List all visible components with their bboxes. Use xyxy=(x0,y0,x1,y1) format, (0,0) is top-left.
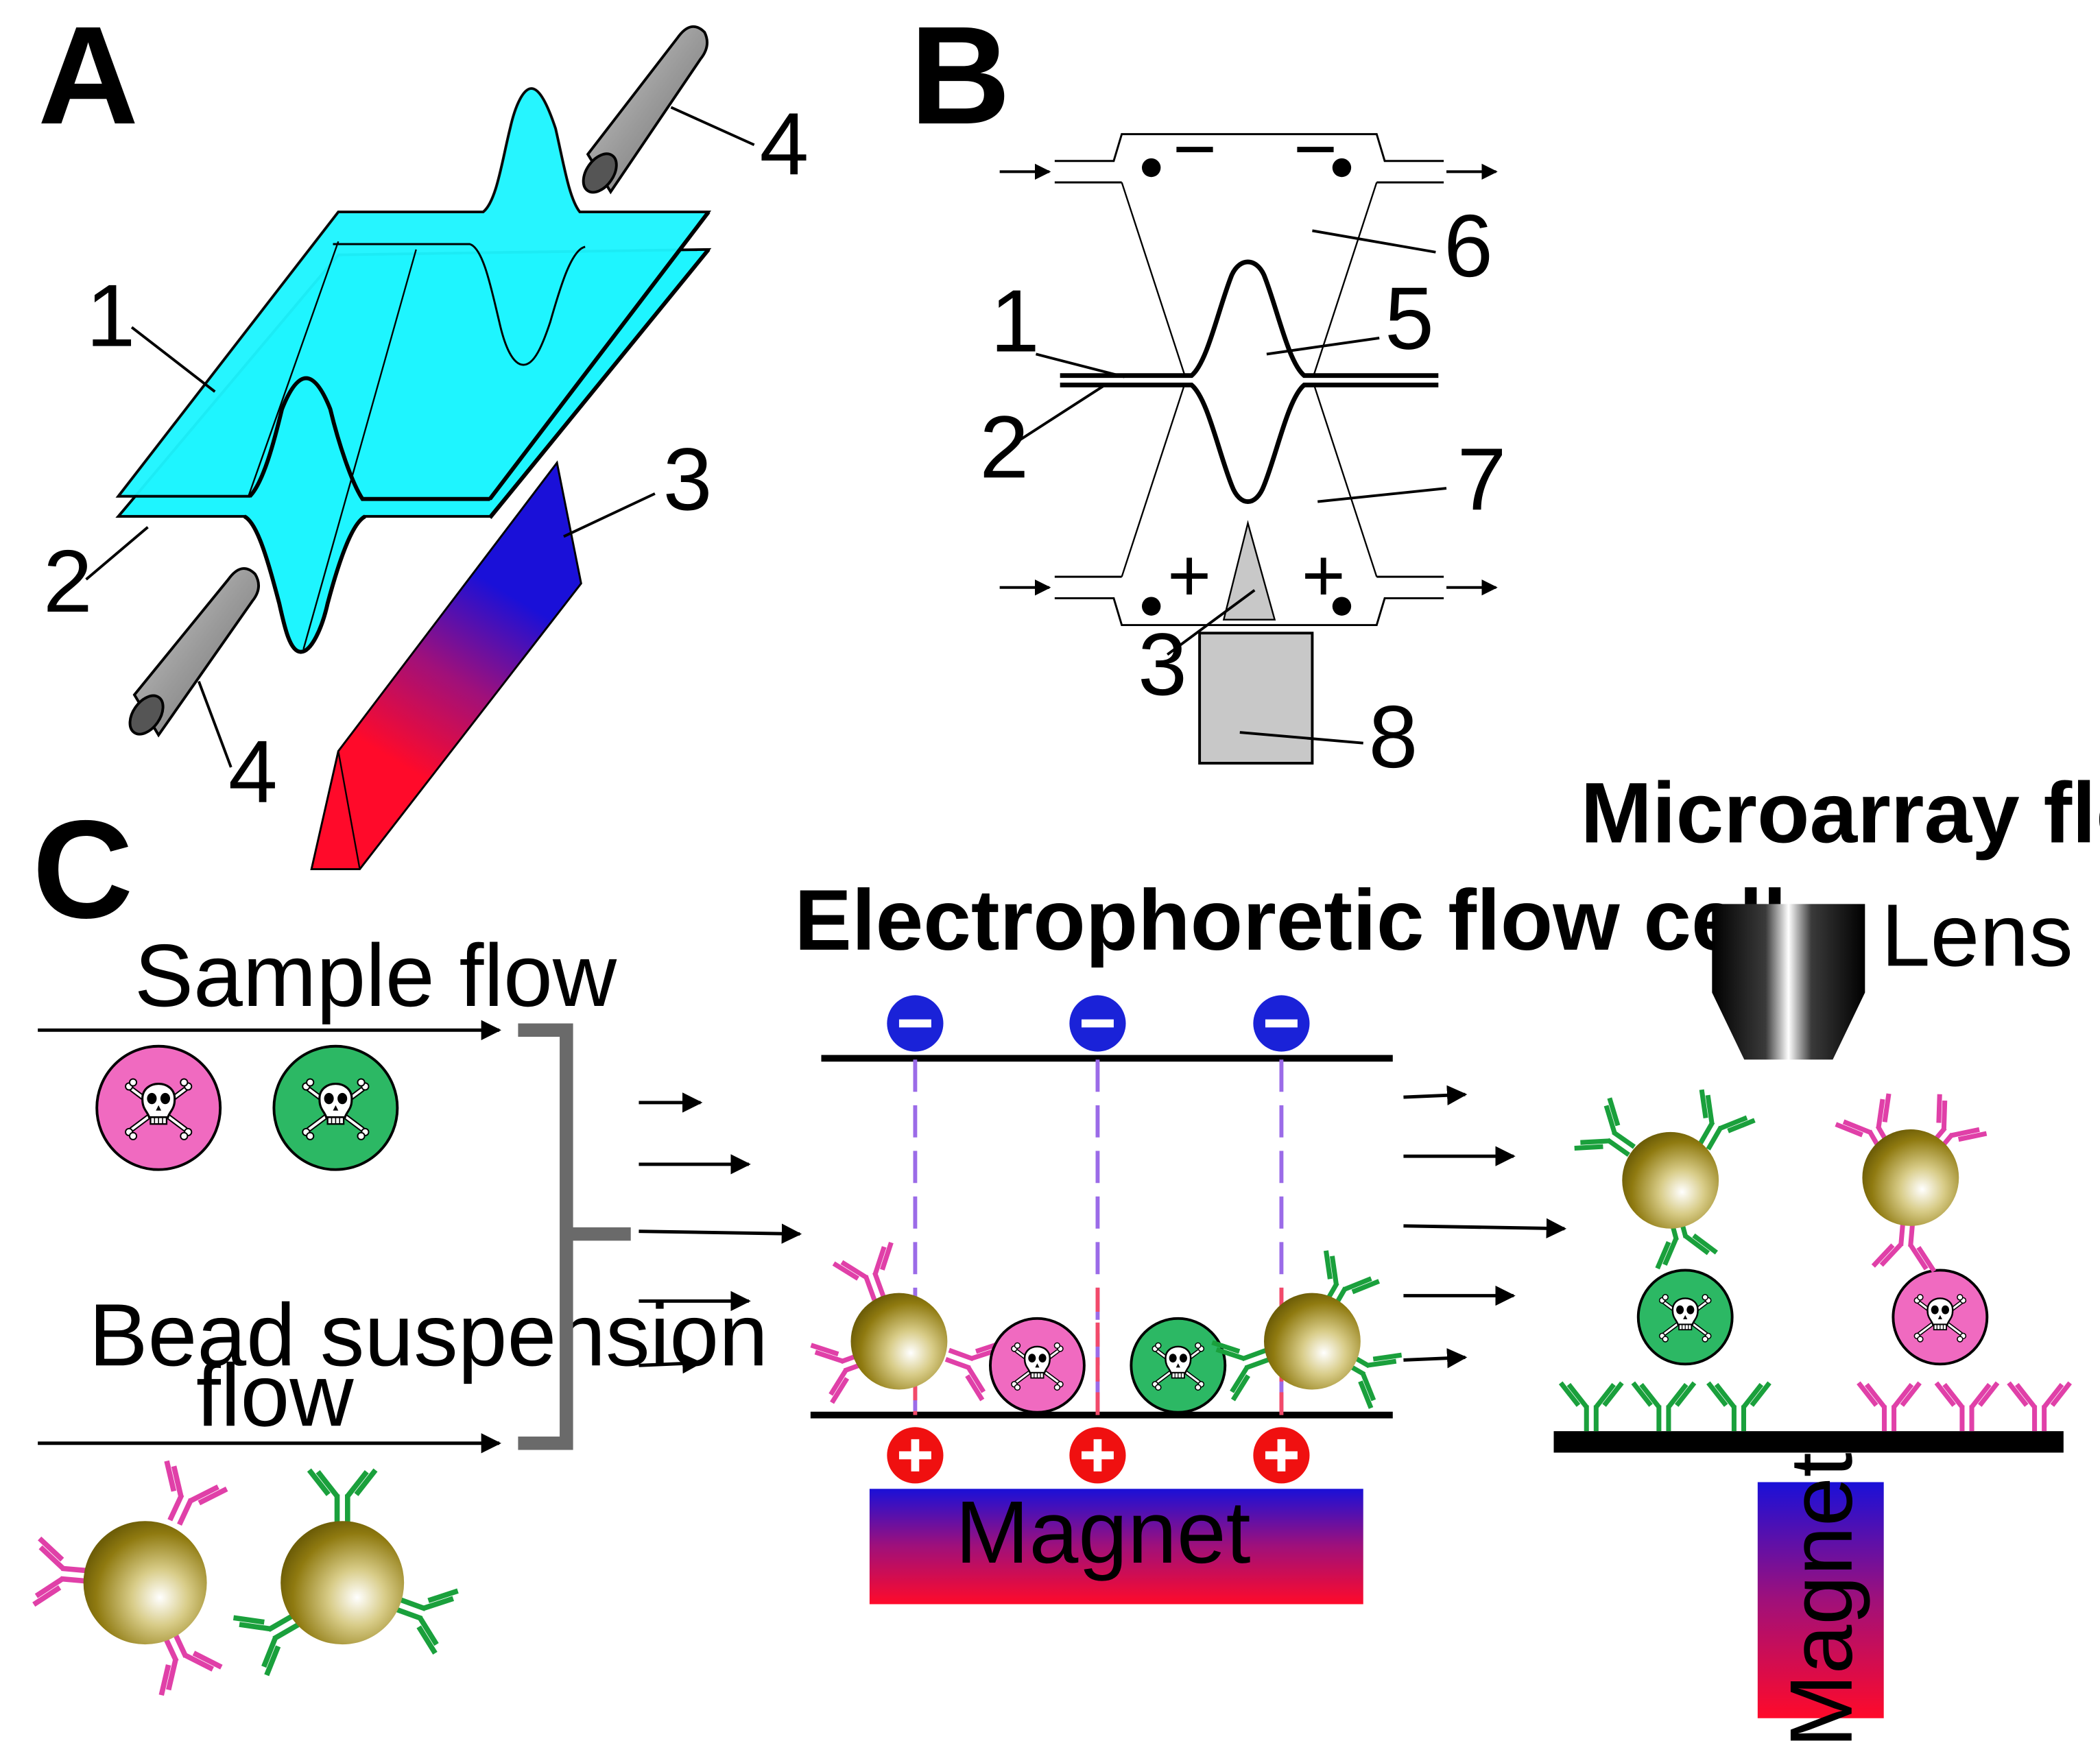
label-b-3: 3 xyxy=(1138,615,1187,714)
label-b-6: 6 xyxy=(1444,197,1493,296)
detector-box xyxy=(1198,632,1314,765)
mixer-connector xyxy=(518,1023,631,1450)
lens-label: Lens xyxy=(1881,886,2073,985)
panel-a: A xyxy=(38,0,809,871)
panel-a-letter: A xyxy=(38,0,139,154)
magnet-label: Magnet xyxy=(955,1483,1251,1582)
sample-flow-label: Sample flow xyxy=(134,926,617,1025)
magnet-horizontal: Magnet xyxy=(869,1483,1363,1605)
pathogen-green xyxy=(272,1044,399,1171)
captured-pathogen-pink xyxy=(1892,1269,1989,1366)
cell-pathogen-pink xyxy=(988,1317,1086,1414)
membrane-upper xyxy=(115,87,712,654)
label-a-3: 3 xyxy=(663,430,713,529)
bead-flow-label-2: flow xyxy=(196,1346,354,1445)
magnet-vertical-label: Magnet xyxy=(1772,1452,1871,1741)
captured-pathogen-green xyxy=(1636,1269,1734,1366)
sign-b-minus-left: − xyxy=(1173,107,1217,191)
label-a-4-top: 4 xyxy=(760,95,809,193)
panel-b-letter: B xyxy=(910,0,1011,154)
prism xyxy=(310,460,582,871)
plus-electrode-icon xyxy=(887,1427,1310,1484)
microarray-substrate xyxy=(1553,1431,2064,1453)
cell-bead-green xyxy=(1212,1251,1401,1408)
detect-bead-green xyxy=(1575,1090,1755,1269)
label-b-2: 2 xyxy=(979,398,1029,496)
label-b-8: 8 xyxy=(1369,688,1418,787)
panel-c-letter: C xyxy=(32,792,133,948)
electrophoretic-cell-title: Electrophoretic flow cell xyxy=(794,872,1787,968)
magnet-vertical: Magnet xyxy=(1757,1452,1884,1741)
label-b-5: 5 xyxy=(1385,269,1434,368)
panel-b: B − − + + xyxy=(910,0,1507,787)
label-a-1: 1 xyxy=(86,267,136,365)
label-b-7: 7 xyxy=(1457,430,1507,529)
inlet-rod-bottom xyxy=(128,567,260,738)
bead-green-antibodies xyxy=(233,1470,457,1675)
minus-electrode-icon xyxy=(887,995,1310,1052)
electrode-b-top-right xyxy=(1332,158,1352,178)
outlet-rod-top xyxy=(582,25,709,195)
bead-pink-antibodies xyxy=(34,1461,226,1695)
sign-b-plus-left: + xyxy=(1167,533,1211,617)
electrode-b-top-left xyxy=(1141,158,1161,178)
field-lines xyxy=(913,1059,1284,1415)
cell-pathogen-green xyxy=(1130,1317,1227,1414)
sign-b-plus-right: + xyxy=(1302,533,1346,617)
electrode-b-bottom-right xyxy=(1332,597,1352,616)
pathogen-pink xyxy=(95,1044,222,1171)
prism-b xyxy=(1222,520,1276,621)
cell-bead-pink xyxy=(811,1242,1003,1402)
microarray-cell-title: Microarray flow cell xyxy=(1581,765,2100,861)
label-a-4-bottom: 4 xyxy=(228,723,278,821)
electrode-b-bottom-left xyxy=(1141,597,1161,616)
sign-b-minus-right: − xyxy=(1293,107,1337,191)
capture-antibodies-pink xyxy=(1859,1383,2070,1431)
panel-c: C Sample flow Bead suspension flow xyxy=(32,765,2100,1741)
label-b-1: 1 xyxy=(990,272,1040,370)
lens-icon xyxy=(1712,904,1865,1060)
detect-bead-pink xyxy=(1836,1094,1987,1271)
label-a-2: 2 xyxy=(43,532,93,631)
capture-antibodies-green xyxy=(1561,1383,1769,1431)
